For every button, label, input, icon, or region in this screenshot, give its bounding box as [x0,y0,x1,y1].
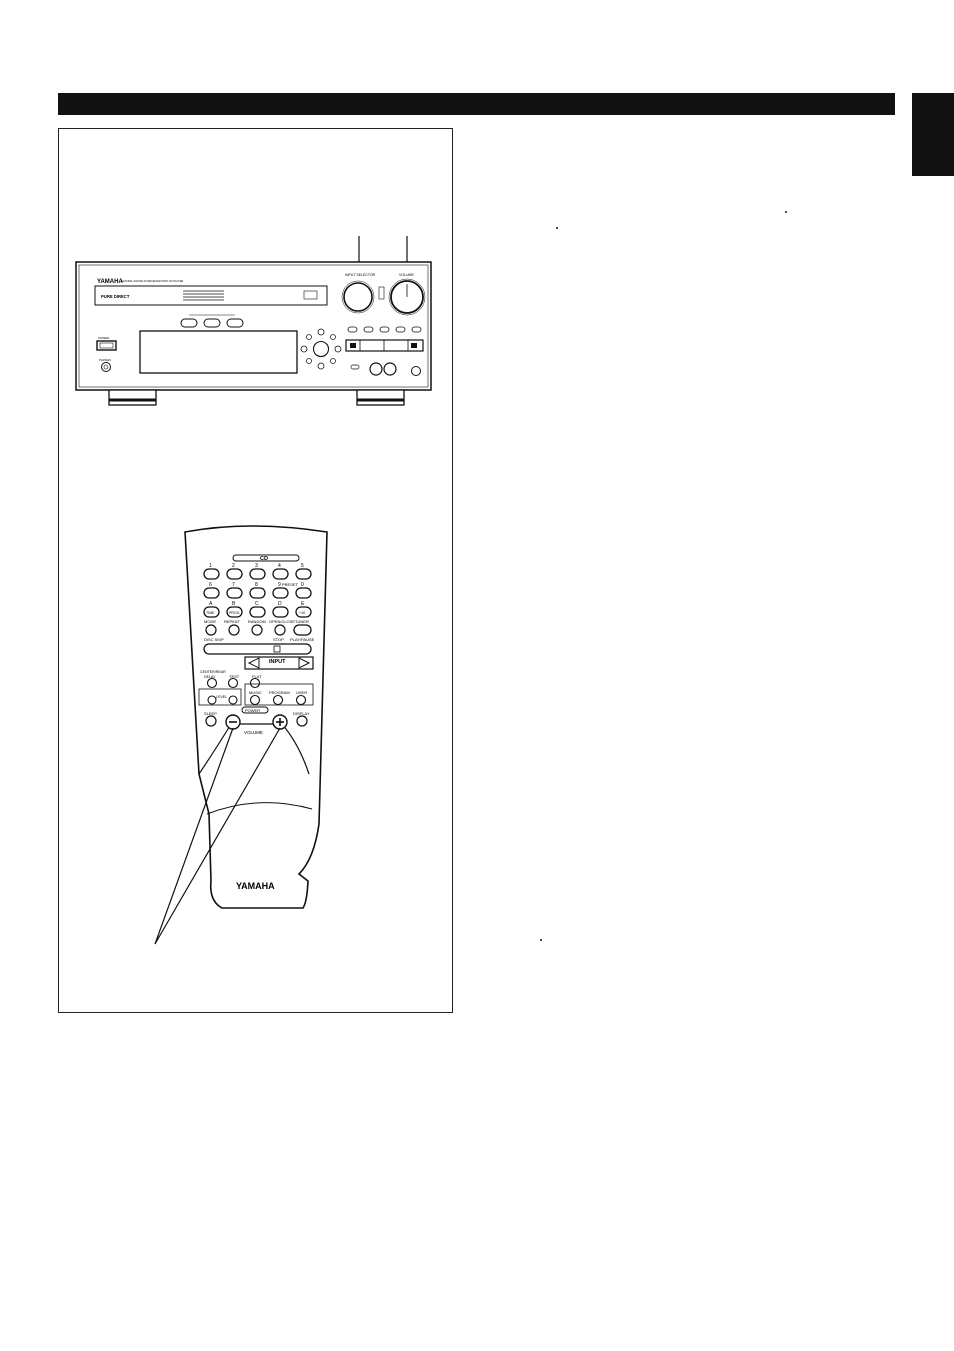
remote-power-button[interactable] [241,706,269,714]
remote-number-buttons[interactable] [203,568,312,599]
svg-text:E: E [301,601,305,607]
svg-text:9: 9 [278,582,281,588]
svg-text:CENTER/REAR: CENTER/REAR [200,670,226,674]
svg-text:POWER: POWER [245,708,260,713]
cd-transport-buttons[interactable] [345,339,424,352]
svg-text:5: 5 [301,563,304,569]
svg-text:MODE: MODE [204,619,216,624]
svg-text:DISC SKIP: DISC SKIP [204,637,224,642]
remote-cd-label: CD [260,556,268,562]
remote-control: CD 1 2 3 4 5 6 7 8 9 0 PRESET A B C D E [154,525,328,945]
svg-text:MUSIC: MUSIC [249,690,262,695]
receiver-power-button[interactable] [96,340,117,351]
svg-text:6: 6 [209,582,212,588]
receiver-left-foot [108,389,157,406]
svg-text:TEST: TEST [229,674,240,679]
svg-text:OPEN/CLOSE: OPEN/CLOSE [269,619,295,624]
svg-text:VOLUME: VOLUME [244,730,263,735]
svg-text:C: C [255,601,259,607]
svg-text:D: D [278,601,282,607]
receiver-right-foot [356,389,405,406]
remote-transport-buttons[interactable] [203,643,312,655]
svg-text:RANDOM: RANDOM [248,619,266,624]
svg-text:4: 4 [278,563,281,569]
receiver-power-label: POWER [98,336,110,340]
receiver-front-panel: YAMAHA NATURAL SOUND AV RECEIVER WITH CD… [75,236,432,406]
svg-text:PROGRAM: PROGRAM [269,690,290,695]
remote-brand: YAMAHA [236,881,275,891]
svg-text:PRESET: PRESET [282,582,299,587]
svg-text:3: 3 [255,563,258,569]
input-selector-label: INPUT SELECTOR [345,273,376,277]
svg-text:LEVEL: LEVEL [216,695,227,699]
svg-text:DELAY: DELAY [204,675,216,679]
preset-button-1[interactable] [180,318,198,328]
input-selector-knob[interactable] [343,282,373,312]
svg-text:A: A [209,601,213,607]
cd-tray[interactable] [94,285,328,306]
stray-dot [540,939,542,941]
volume-down-callout-line [154,727,234,945]
svg-text:B: B [232,601,236,607]
svg-text:REPEAT: REPEAT [224,619,240,624]
svg-text:SLEEP: SLEEP [204,711,217,716]
volume-label: VOLUME [399,273,414,277]
remote-input-button[interactable] [244,656,314,670]
volume-up-callout-line [154,727,281,945]
svg-text:0: 0 [301,582,304,588]
figure-panel: YAMAHA NATURAL SOUND AV RECEIVER WITH CD… [58,128,453,1013]
tuning-center-button[interactable] [312,340,330,358]
svg-text:TIME: TIME [206,611,215,615]
svg-text:USER: USER [296,690,307,695]
pure-direct-logo: PURE DIRECT [101,294,130,299]
phones-jack[interactable] [101,362,111,372]
svg-text:8: 8 [255,582,258,588]
section-header-bar [58,93,895,115]
svg-text:+10: +10 [299,611,305,615]
svg-text:DISPLAY: DISPLAY [293,711,310,716]
svg-text:PROG: PROG [229,611,240,615]
phones-label: PHONES [99,358,111,362]
svg-text:FLAT: FLAT [252,674,262,679]
stray-dot [785,211,787,213]
stray-dot [556,227,558,229]
svg-text:7: 7 [232,582,235,588]
preset-button-3[interactable] [226,318,244,328]
language-side-tab [912,93,954,176]
svg-text:2: 2 [232,563,235,569]
svg-text:TUNER: TUNER [295,619,309,624]
preset-button-2[interactable] [203,318,221,328]
svg-text:INPUT: INPUT [269,659,286,665]
receiver-model-line: NATURAL SOUND AV RECEIVER WITH CD PLAYER [121,279,183,283]
svg-text:PLAY/PAUSE: PLAY/PAUSE [290,637,315,642]
display-window [139,330,298,374]
svg-text:1: 1 [209,563,212,569]
receiver-brand: YAMAHA [97,279,123,285]
svg-text:STOP: STOP [273,637,284,642]
